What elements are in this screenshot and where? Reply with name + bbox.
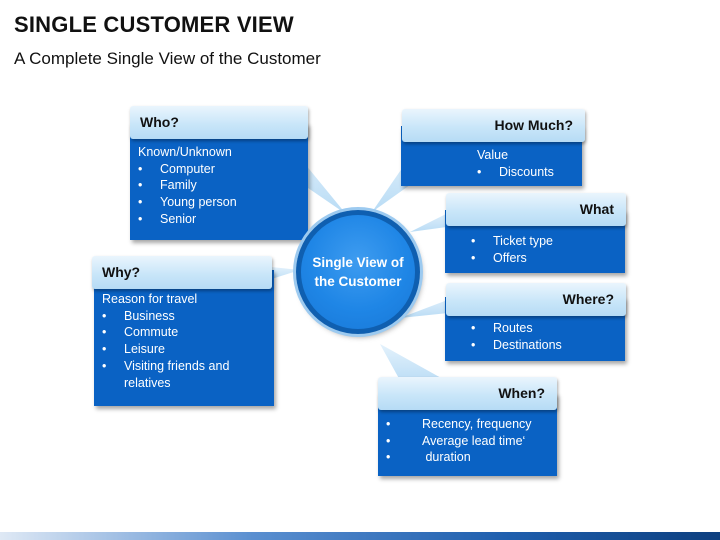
- why-item: Commute: [94, 324, 274, 341]
- what-heading: What: [446, 193, 626, 226]
- when-heading: When?: [378, 377, 557, 410]
- bottom-accent-bar: [0, 532, 720, 540]
- how-much-item: Discounts: [469, 164, 582, 181]
- who-lead: Known/Unknown: [138, 145, 232, 159]
- where-heading: Where?: [446, 283, 626, 316]
- who-list: Known/Unknown Computer Family Young pers…: [130, 144, 308, 228]
- when-item: Average lead time‘: [378, 433, 557, 450]
- why-item: Visiting friends and relatives: [94, 358, 244, 391]
- why-list: Reason for travel Business Commute Leisu…: [94, 291, 274, 391]
- what-pointer: [410, 210, 454, 232]
- why-item: Business: [94, 308, 274, 325]
- when-item: Recency, frequency: [378, 416, 557, 433]
- hub-label: Single View of the Customer: [312, 255, 404, 289]
- how-much-heading: How Much?: [402, 109, 585, 142]
- where-item: Destinations: [463, 337, 625, 354]
- when-list: Recency, frequency Average lead time‘ du…: [378, 416, 557, 466]
- where-item: Routes: [463, 320, 625, 337]
- who-heading: Who?: [130, 106, 308, 139]
- where-list: Routes Destinations: [445, 320, 625, 353]
- where-pointer: [400, 296, 458, 318]
- central-hub: Single View of the Customer: [296, 210, 420, 334]
- what-list: Ticket type Offers: [445, 233, 625, 266]
- why-box: Reason for travel Business Commute Leisu…: [94, 270, 274, 406]
- who-item: Family: [130, 177, 308, 194]
- who-box: Known/Unknown Computer Family Young pers…: [130, 123, 308, 240]
- how-much-list: Value Discounts: [401, 147, 582, 180]
- what-item: Ticket type: [463, 233, 625, 250]
- why-heading: Why?: [92, 256, 272, 289]
- why-lead: Reason for travel: [102, 292, 198, 306]
- when-pointer: [380, 344, 452, 384]
- page-subtitle: A Complete Single View of the Customer: [14, 49, 321, 68]
- how-much-lead: Value: [477, 148, 509, 162]
- who-item: Senior: [130, 211, 308, 228]
- page-title: SINGLE CUSTOMER VIEW: [14, 12, 294, 37]
- what-item: Offers: [463, 250, 625, 267]
- who-item: Young person: [130, 194, 308, 211]
- when-item: duration: [378, 449, 557, 466]
- why-item: Leisure: [94, 341, 274, 358]
- who-item: Computer: [130, 161, 308, 178]
